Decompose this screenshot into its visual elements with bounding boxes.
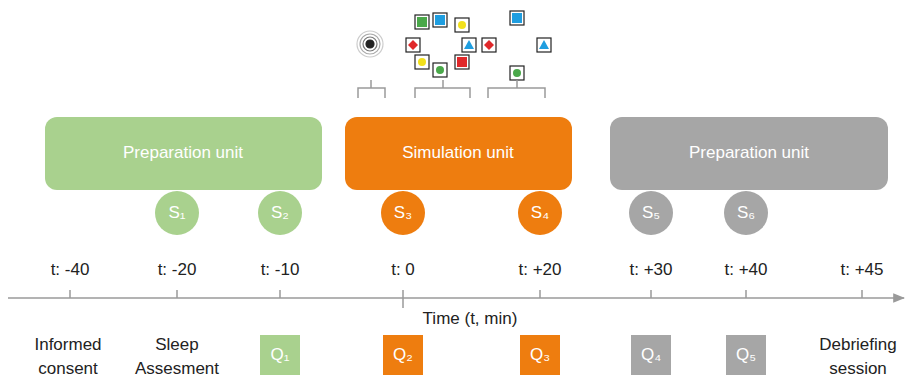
session-circle: S₁ (155, 191, 199, 235)
event-label: Informed consent (13, 333, 123, 381)
time-label: t: -20 (158, 258, 197, 282)
axis-title: Time (t, min) (420, 307, 521, 331)
node-text: Preparation unit (123, 143, 243, 163)
questionnaire-box: Q₁ (260, 335, 300, 375)
time-label: t: -10 (261, 258, 300, 282)
stimulus-shape (433, 13, 447, 27)
axis-tick (402, 290, 404, 308)
stimulus-shape (415, 15, 429, 29)
axis-ticks (70, 290, 862, 308)
questionnaire-box: Q₂ (383, 335, 423, 375)
stimulus-shape (482, 38, 496, 52)
stimulus-shape (455, 55, 469, 69)
axis-tick (69, 290, 71, 298)
node-text: S₄ (531, 203, 549, 223)
stimulus-shape (510, 66, 524, 80)
node-text: Q₃ (530, 345, 550, 365)
questionnaire-box: Q₃ (520, 335, 560, 375)
session-circle: S₃ (381, 191, 425, 235)
node-text: Q₄ (641, 345, 661, 365)
node-text: S₆ (737, 203, 755, 223)
event-label: Debriefing session (810, 333, 906, 381)
time-label: t: -40 (51, 258, 90, 282)
node-text: S₃ (394, 203, 412, 223)
time-label: t: +40 (724, 258, 767, 282)
unit-box: Preparation unit (45, 117, 322, 190)
time-label: t: +45 (840, 258, 883, 282)
node-text: S₅ (642, 203, 660, 223)
session-circle: S₄ (518, 191, 562, 235)
stimulus-shape (510, 11, 524, 25)
stimulus-shapes (406, 11, 551, 80)
stimulus-shape (462, 38, 476, 52)
stimulus-shape (455, 18, 469, 32)
node-text: Preparation unit (689, 143, 809, 163)
questionnaire-box: Q₄ (631, 335, 671, 375)
session-circle: S₂ (258, 191, 302, 235)
axis-tick (539, 290, 541, 298)
node-text: S₂ (271, 203, 289, 223)
questionnaire-box: Q₅ (726, 335, 766, 375)
time-axis (8, 297, 904, 299)
unit-box: Simulation unit (345, 117, 572, 190)
time-label: t: +20 (518, 258, 561, 282)
node-text: Q₁ (271, 345, 290, 365)
stimulus-shape (433, 63, 447, 77)
axis-tick (861, 290, 863, 298)
session-circle: S₆ (724, 191, 768, 235)
stimulus-shape (415, 55, 429, 69)
axis-tick (650, 290, 652, 298)
node-text: S₁ (168, 203, 185, 223)
axis-tick (279, 290, 281, 298)
node-text: Q₂ (393, 345, 413, 365)
stimulus-shape (406, 38, 420, 52)
event-label: Sleep Assesment (127, 333, 227, 381)
time-label: t: 0 (391, 258, 415, 282)
node-text: Simulation unit (402, 143, 514, 163)
axis-tick (745, 290, 747, 298)
stimulus-shape (537, 38, 551, 52)
session-circle: S₅ (629, 191, 673, 235)
axis-tick (176, 290, 178, 298)
bracket (358, 80, 545, 98)
time-label: t: +30 (629, 258, 672, 282)
stimulus-icon (357, 31, 383, 57)
unit-box: Preparation unit (610, 117, 888, 190)
node-text: Q₅ (736, 345, 756, 365)
